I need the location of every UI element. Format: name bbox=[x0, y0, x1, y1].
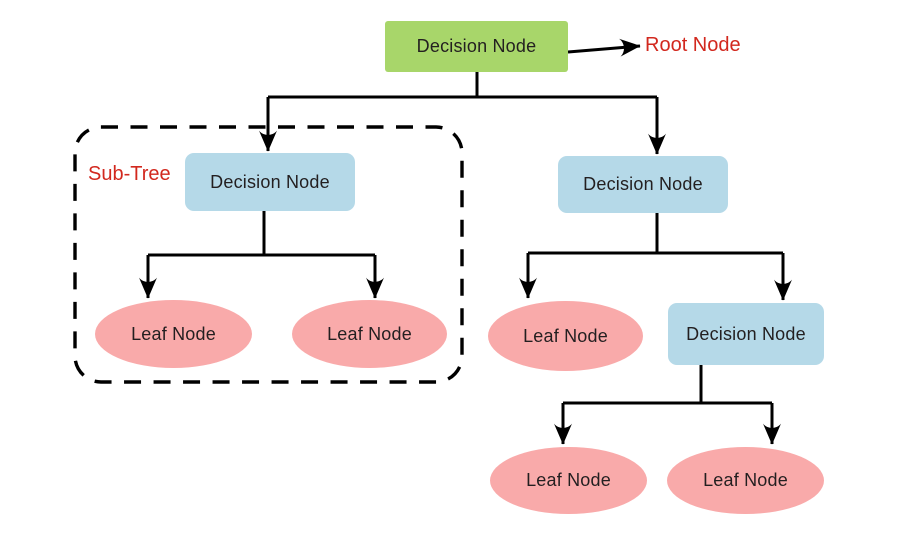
edge-subtree-split bbox=[148, 211, 375, 257]
edge-root-split bbox=[268, 72, 657, 99]
node-label: Decision Node bbox=[686, 323, 806, 344]
node-label: Decision Node bbox=[583, 174, 703, 194]
right-leaf-node: Leaf Node bbox=[488, 301, 643, 371]
edge-root-to-annotation bbox=[567, 38, 641, 57]
bottom-leaf-node-left: Leaf Node bbox=[490, 447, 647, 514]
node-label: Decision Node bbox=[210, 171, 330, 192]
subtree-boundary bbox=[73, 125, 464, 384]
right-decision-node: Decision Node bbox=[558, 156, 728, 213]
subtree-annotation: Sub-Tree bbox=[88, 163, 171, 185]
subtree-decision-node: Decision Node bbox=[185, 153, 355, 211]
bottom-leaf-node-right: Leaf Node bbox=[667, 447, 824, 514]
right-sub-decision-node: Decision Node bbox=[668, 303, 824, 365]
root-node-annotation: Root Node bbox=[645, 34, 741, 56]
edge-right-split bbox=[528, 213, 783, 255]
subtree-leaf-node-left: Leaf Node bbox=[95, 300, 252, 368]
edge-right-sub-split bbox=[563, 365, 772, 405]
node-label: Leaf Node bbox=[703, 470, 788, 490]
subtree-leaf-node-right: Leaf Node bbox=[292, 300, 447, 368]
node-label: Leaf Node bbox=[131, 323, 216, 344]
root-decision-node: Decision Node bbox=[385, 21, 568, 72]
node-label: Leaf Node bbox=[327, 323, 412, 344]
node-label: Leaf Node bbox=[523, 325, 608, 346]
node-label: Leaf Node bbox=[526, 470, 611, 490]
node-label: Decision Node bbox=[416, 36, 537, 56]
